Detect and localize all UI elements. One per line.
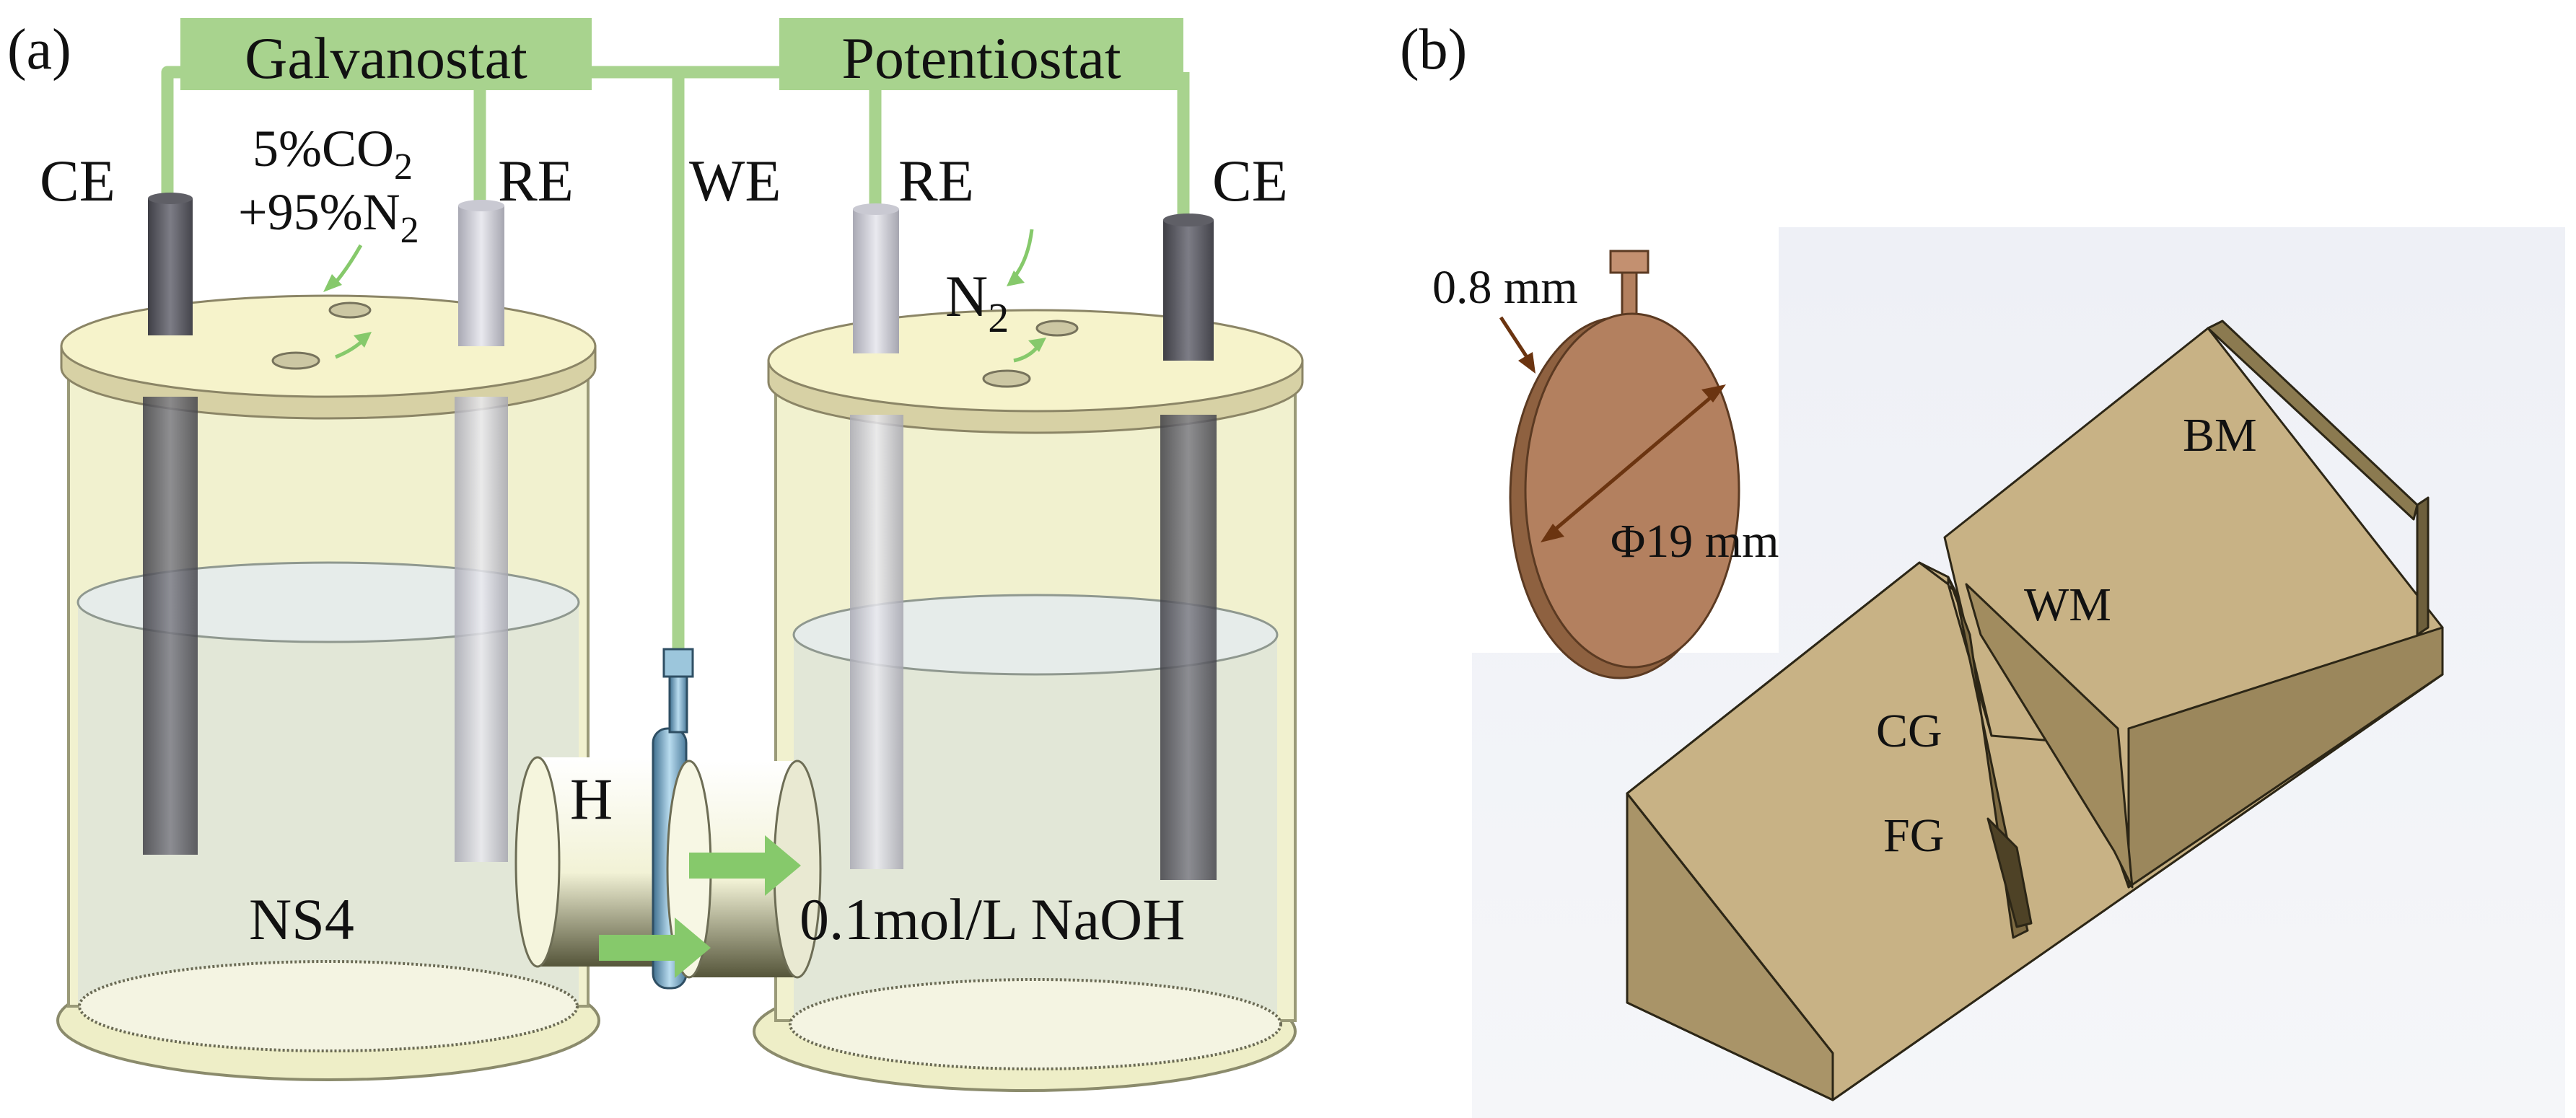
right-gas-in-arrow bbox=[1012, 229, 1034, 279]
thickness-leader-line bbox=[1499, 316, 1530, 361]
left-ce-cap bbox=[148, 193, 193, 204]
right-re-electrode bbox=[850, 415, 903, 869]
left-gas-in-arrow bbox=[332, 244, 363, 286]
label-fg: FG bbox=[1883, 809, 1944, 862]
right-lid bbox=[767, 309, 1304, 413]
potentiostat-box bbox=[779, 18, 1183, 90]
left-re-cap bbox=[458, 200, 504, 211]
right-ce-electrode bbox=[1160, 415, 1217, 880]
label-wm: WM bbox=[2024, 578, 2111, 631]
right-cell-bottom bbox=[789, 978, 1282, 1070]
h-tube-left-end bbox=[514, 756, 561, 968]
panel-b: (b) 0.8 mm Φ19 mm bbox=[1400, 18, 2565, 1118]
left-gas-in-arrowhead bbox=[323, 274, 342, 292]
disk-specimen bbox=[1499, 250, 1740, 679]
label-bm: BM bbox=[2183, 409, 2257, 462]
left-re-electrode-top bbox=[458, 206, 504, 346]
right-solution-surface bbox=[792, 594, 1279, 676]
membrane-label: H bbox=[570, 766, 613, 832]
right-ce-cap bbox=[1163, 214, 1214, 226]
left-re-electrode bbox=[455, 397, 508, 862]
left-ce-electrode bbox=[143, 397, 198, 855]
left-solution-label: NS4 bbox=[249, 886, 354, 952]
flow-arrow-lower bbox=[599, 917, 711, 978]
block-right-side bbox=[2127, 626, 2444, 889]
potentiostat-label: Potentiostat bbox=[841, 25, 1121, 91]
right-solution-label: 0.1mol/L NaOH bbox=[799, 886, 1185, 952]
left-lid-hole-2 bbox=[271, 351, 320, 370]
back-groove-lip bbox=[2416, 496, 2430, 636]
left-re-label: RE bbox=[498, 148, 574, 214]
right-re-label: RE bbox=[898, 148, 974, 214]
left-lid-hole-1 bbox=[328, 301, 372, 319]
diameter-dimension-line bbox=[1548, 392, 1717, 535]
left-gas-line1: 5%CO2 bbox=[253, 120, 413, 188]
ct-specimen-block bbox=[1626, 320, 2444, 1101]
panel-a-label: (a) bbox=[7, 18, 71, 82]
right-gas-out-arrowhead bbox=[1028, 338, 1046, 352]
left-gas-out-arrowhead bbox=[354, 332, 372, 348]
right-ce-label: CE bbox=[1212, 148, 1288, 214]
specimen-tab-head bbox=[662, 648, 694, 678]
left-ce-label: CE bbox=[40, 148, 115, 214]
right-gas-in-arrowhead bbox=[1007, 270, 1025, 286]
galvanostat-label: Galvanostat bbox=[245, 25, 527, 91]
notch-wall bbox=[1965, 583, 2134, 889]
right-lid-hole-2 bbox=[982, 369, 1031, 388]
right-re-electrode-top bbox=[853, 209, 899, 353]
left-ce-electrode-top bbox=[148, 198, 193, 335]
thickness-arrowhead bbox=[1518, 352, 1535, 374]
left-lid bbox=[60, 294, 597, 398]
left-cell bbox=[56, 193, 600, 1081]
panel-b-label: (b) bbox=[1400, 18, 1467, 82]
right-gas-label: N2 bbox=[945, 263, 1009, 341]
right-lid-hole-1 bbox=[1035, 320, 1079, 337]
left-solution-surface bbox=[76, 561, 580, 643]
right-cell bbox=[753, 203, 1304, 1092]
h-connector bbox=[514, 648, 822, 990]
diameter-arrowhead-a bbox=[1541, 524, 1564, 542]
notch-inner-dark bbox=[1986, 817, 2033, 928]
galvanostat-box bbox=[180, 18, 592, 90]
right-re-cap bbox=[853, 203, 899, 215]
wire-galv-ce-left bbox=[161, 66, 180, 203]
right-ce-electrode-top bbox=[1163, 220, 1214, 361]
wiring bbox=[161, 66, 1190, 649]
label-cg: CG bbox=[1876, 705, 1942, 757]
disk-tab-head bbox=[1609, 250, 1650, 274]
diameter-label: Φ19 mm bbox=[1611, 515, 1779, 568]
left-cell-bottom bbox=[78, 960, 579, 1052]
panel-a: (a) Galvanostat Potentiostat bbox=[7, 18, 1304, 1092]
disk-face bbox=[1524, 312, 1740, 669]
diameter-arrowhead-b bbox=[1701, 384, 1726, 402]
flow-arrow-upper bbox=[689, 835, 801, 896]
left-gas-line2: +95%N2 bbox=[238, 183, 419, 251]
thickness-label: 0.8 mm bbox=[1432, 261, 1578, 314]
we-label: WE bbox=[689, 148, 781, 214]
wire-galv-we bbox=[592, 66, 685, 649]
